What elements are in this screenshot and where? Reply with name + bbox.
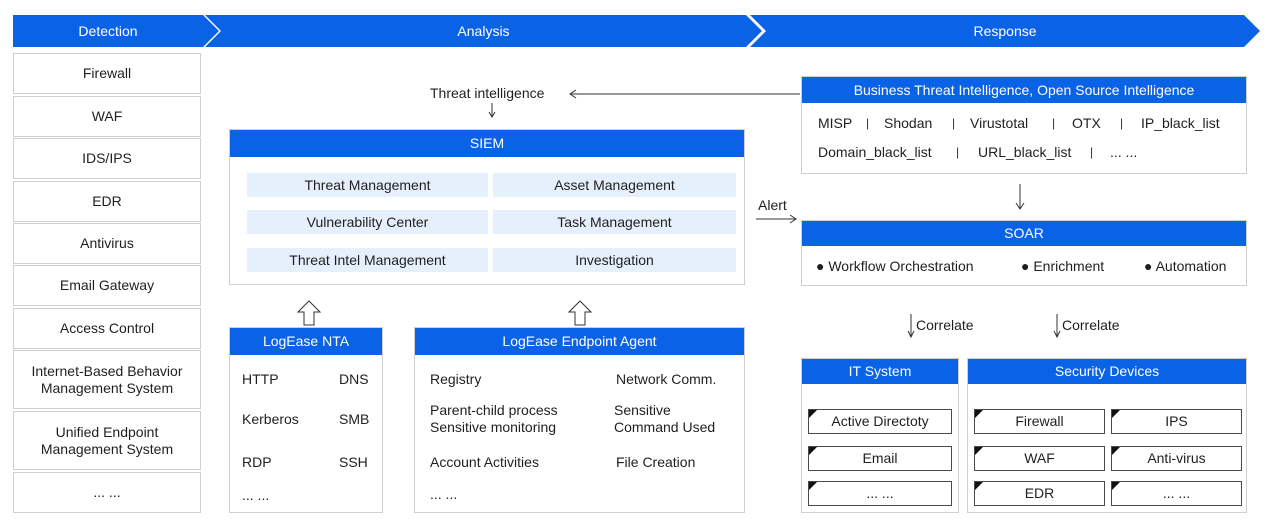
arrow-down-icon bbox=[1051, 313, 1063, 339]
detection-item-antivirus: Antivirus bbox=[13, 223, 201, 264]
agent-item-more: ... ... bbox=[430, 486, 458, 502]
arrow-right-icon bbox=[756, 212, 798, 224]
analysis-header-label: Analysis bbox=[457, 23, 510, 39]
threat-intel-sources-title: Business Threat Intelligence, Open Sourc… bbox=[802, 77, 1246, 103]
siem-cell-threat-management: Threat Management bbox=[247, 173, 488, 197]
threat-intel-sources-panel: Business Threat Intelligence, Open Sourc… bbox=[801, 76, 1247, 174]
security-device-anti-virus: Anti-virus bbox=[1111, 446, 1242, 471]
detection-item-ids-ips: IDS/IPS bbox=[13, 138, 201, 179]
endpoint-agent-title: LogEase Endpoint Agent bbox=[415, 328, 744, 355]
source-more: ... ... bbox=[1110, 144, 1138, 160]
nta-item-rdp: RDP bbox=[242, 454, 272, 470]
nta-item-smb: SMB bbox=[339, 411, 370, 427]
separator: | bbox=[1052, 116, 1056, 130]
nta-item-http: HTTP bbox=[242, 371, 279, 387]
agent-item-registry: Registry bbox=[430, 371, 482, 387]
separator: | bbox=[1120, 116, 1124, 130]
it-system-item-active-directory: Active Directoty bbox=[808, 409, 952, 434]
security-device-waf: WAF bbox=[974, 446, 1105, 471]
siem-cell-investigation: Investigation bbox=[493, 248, 736, 272]
hollow-up-arrow-icon bbox=[296, 300, 322, 326]
detection-header-label: Detection bbox=[78, 23, 138, 39]
soar-title: SOAR bbox=[802, 221, 1246, 246]
it-system-item-email: Email bbox=[808, 446, 952, 471]
arrow-down-icon bbox=[905, 313, 917, 339]
alert-label: Alert bbox=[758, 197, 787, 213]
correlate-label: Correlate bbox=[1062, 317, 1120, 333]
soar-panel: SOAR bbox=[801, 220, 1247, 286]
arrow-down-icon bbox=[486, 102, 498, 120]
detection-item-firewall: Firewall bbox=[13, 53, 201, 94]
agent-item-sensitive-command: Sensitive Command Used bbox=[614, 402, 716, 435]
detection-item-access-control: Access Control bbox=[13, 308, 201, 349]
arrow-down-icon bbox=[1013, 183, 1027, 211]
separator: | bbox=[1090, 145, 1094, 159]
separator: | bbox=[866, 116, 870, 130]
soar-item-enrichment: ● Enrichment bbox=[1021, 258, 1105, 274]
hollow-up-arrow-icon bbox=[567, 300, 593, 326]
nta-item-dns: DNS bbox=[339, 371, 369, 387]
analysis-header: Analysis bbox=[205, 15, 762, 47]
response-header-label: Response bbox=[973, 23, 1037, 39]
separator: | bbox=[952, 116, 956, 130]
chevron-shape-icon bbox=[750, 15, 1260, 47]
soar-item-automation: ● Automation bbox=[1144, 258, 1227, 274]
detection-item-behavior-management: Internet-Based Behavior Management Syste… bbox=[13, 350, 201, 409]
nta-panel: LogEase NTA bbox=[229, 327, 383, 513]
source-domain-black-list: Domain_black_list bbox=[818, 144, 932, 160]
agent-item-network-comm: Network Comm. bbox=[616, 371, 717, 387]
endpoint-agent-panel: LogEase Endpoint Agent bbox=[414, 327, 745, 513]
source-otx: OTX bbox=[1072, 115, 1101, 131]
source-shodan: Shodan bbox=[884, 115, 933, 131]
security-device-ips: IPS bbox=[1111, 409, 1242, 434]
source-virustotal: Virustotal bbox=[970, 115, 1029, 131]
nta-item-more: ... ... bbox=[242, 487, 270, 503]
siem-cell-threat-intel-management: Threat Intel Management bbox=[247, 248, 488, 272]
detection-header: Detection bbox=[13, 15, 219, 47]
agent-item-file-creation: File Creation bbox=[616, 454, 696, 470]
nta-title: LogEase NTA bbox=[230, 328, 382, 355]
chevron-shape-icon bbox=[205, 15, 762, 47]
security-device-edr: EDR bbox=[974, 481, 1105, 506]
soar-item-workflow: ● Workflow Orchestration bbox=[816, 258, 974, 274]
security-devices-title: Security Devices bbox=[968, 359, 1246, 384]
siem-title: SIEM bbox=[230, 130, 744, 157]
correlate-label: Correlate bbox=[916, 317, 974, 333]
siem-cell-asset-management: Asset Management bbox=[493, 173, 736, 197]
arrow-left-icon bbox=[568, 87, 800, 99]
detection-item-edr: EDR bbox=[13, 181, 201, 222]
security-device-firewall: Firewall bbox=[974, 409, 1105, 434]
chevron-shape-icon bbox=[13, 15, 219, 47]
source-url-black-list: URL_black_list bbox=[978, 144, 1072, 160]
detection-item-more: ... ... bbox=[13, 472, 201, 513]
detection-item-endpoint-management: Unified Endpoint Management System bbox=[13, 411, 201, 470]
source-misp: MISP bbox=[818, 115, 853, 131]
detection-item-waf: WAF bbox=[13, 96, 201, 137]
agent-item-account-activities: Account Activities bbox=[430, 454, 539, 470]
detection-item-email-gateway: Email Gateway bbox=[13, 265, 201, 306]
separator: | bbox=[956, 145, 960, 159]
response-header: Response bbox=[750, 15, 1260, 47]
it-system-item-more: ... ... bbox=[808, 481, 952, 506]
threat-intelligence-label: Threat intelligence bbox=[430, 85, 545, 101]
nta-item-kerberos: Kerberos bbox=[242, 411, 299, 427]
siem-cell-task-management: Task Management bbox=[493, 210, 736, 234]
source-ip-black-list: IP_black_list bbox=[1141, 115, 1220, 131]
siem-cell-vulnerability-center: Vulnerability Center bbox=[247, 210, 488, 234]
nta-item-ssh: SSH bbox=[339, 454, 368, 470]
it-system-title: IT System bbox=[802, 359, 958, 384]
security-device-more: ... ... bbox=[1111, 481, 1242, 506]
agent-item-parent-child: Parent-child process Sensitive monitorin… bbox=[430, 402, 558, 435]
